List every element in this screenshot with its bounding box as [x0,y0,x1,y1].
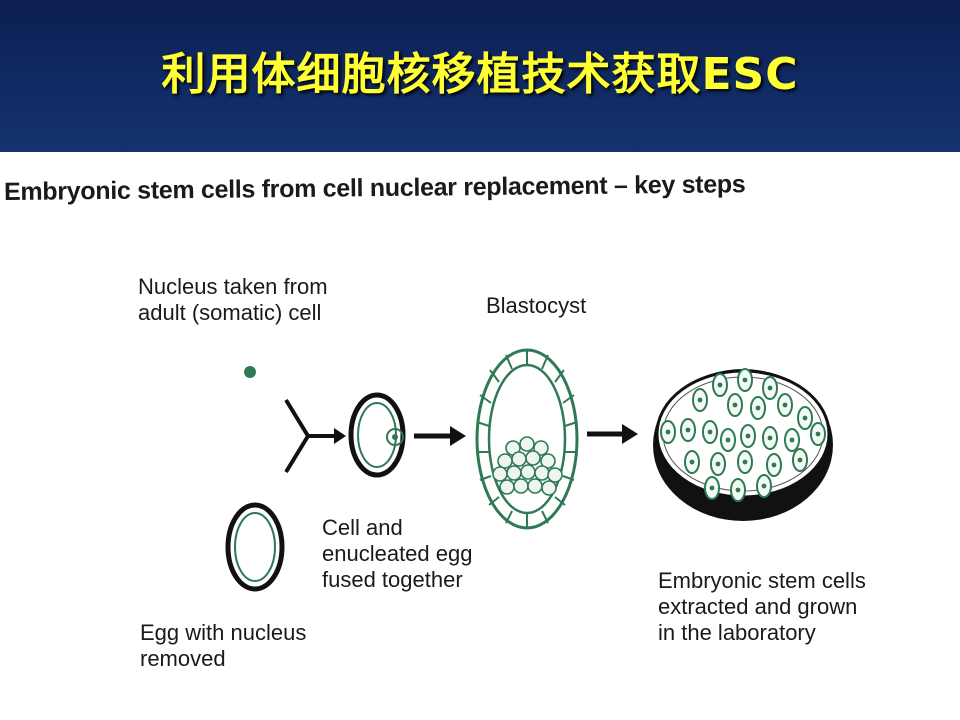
fused-label-line-3: fused together [322,567,463,592]
esc-label-line-2: extracted and grown [658,594,858,619]
arrow-1 [414,426,466,446]
slide-header: 利用体细胞核移植技术获取ESC [0,0,960,152]
egg-label-line-1: Egg with nucleus [140,620,307,645]
nucleus-label-line-1: Nucleus taken from [138,274,328,299]
esc-label: Embryonic stem cells extracted and grown… [658,568,866,646]
fusion-joiner [284,398,346,474]
blastocyst-label-text: Blastocyst [486,293,587,318]
slide-title: 利用体细胞核移植技术获取ESC [161,49,799,100]
fused-label-line-1: Cell and [322,515,403,540]
culture-dish [653,368,833,521]
esc-label-line-1: Embryonic stem cells [658,568,866,593]
enucleated-egg [225,502,285,592]
blastocyst [475,348,579,530]
fused-cell [348,392,406,478]
egg-label-line-2: removed [140,646,226,671]
fused-label: Cell and enucleated egg fused together [322,515,472,593]
fused-label-line-2: enucleated egg [322,541,473,566]
detached-nucleus [244,366,256,378]
nucleus-label: Nucleus taken from adult (somatic) cell [138,274,328,326]
blastocyst-label: Blastocyst [486,293,586,319]
arrow-2 [587,424,638,444]
egg-label: Egg with nucleus removed [140,620,306,672]
esc-label-line-3: in the laboratory [658,620,816,645]
nucleus-label-line-2: adult (somatic) cell [138,300,322,325]
